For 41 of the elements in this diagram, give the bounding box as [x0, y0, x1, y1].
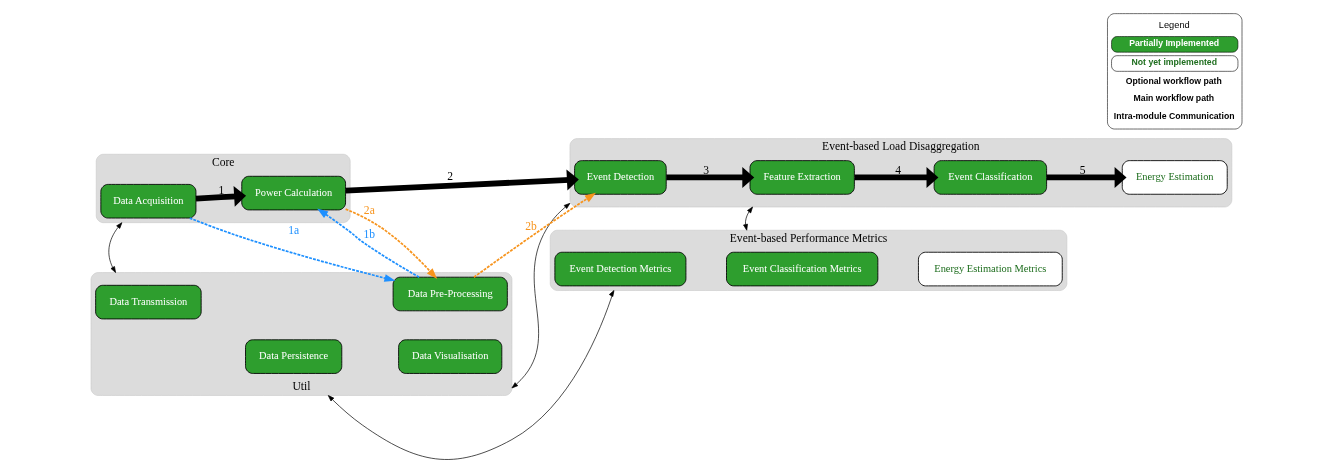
node-box: Data Acquisition — [99, 183, 196, 218]
node-box: Data Persistence — [244, 338, 342, 374]
arrow — [665, 166, 754, 188]
edge-label: 2b — [524, 219, 537, 233]
arrow — [327, 289, 614, 460]
node-box: Event Classification Metrics — [725, 251, 878, 286]
node-box: Event Classification — [933, 159, 1047, 195]
legend-label: Optional workflow path — [1125, 75, 1222, 86]
arrow — [108, 221, 122, 273]
node-box: Energy Estimation — [1121, 159, 1228, 195]
edge-label: 3 — [702, 163, 709, 177]
arrow — [344, 207, 437, 279]
edge-label: 1 — [218, 183, 224, 197]
arrow — [742, 206, 753, 231]
edge-label: 5 — [1079, 163, 1085, 177]
legend-label: Intra-module Communication — [1113, 110, 1235, 121]
arrow — [472, 192, 596, 278]
edge-label: 1b — [363, 227, 375, 241]
arrow — [511, 202, 570, 388]
arrow — [188, 216, 395, 282]
node-box: Data Visualisation — [397, 338, 502, 374]
arrow — [195, 185, 246, 207]
node-box: Energy Estimation Metrics — [917, 251, 1063, 286]
node-box: Power Calculation — [240, 175, 346, 210]
arrow — [316, 207, 420, 278]
edge-label: 2 — [446, 169, 453, 183]
node-box: Event Detection — [573, 159, 667, 195]
node-box: Feature Extraction — [749, 159, 855, 195]
node-box: Data Transmission — [94, 284, 202, 319]
arrow — [854, 166, 938, 188]
node-box: Event Detection Metrics — [553, 251, 686, 286]
node-box: Data Pre-Processing — [392, 276, 508, 311]
legend-label: Not yet implemented — [1131, 56, 1217, 67]
legend-label: Partially Implemented — [1128, 37, 1219, 48]
legend-label: Main workflow path — [1133, 92, 1214, 103]
arrow — [345, 169, 579, 194]
edge-label: 1a — [287, 223, 299, 237]
edge-label: 4 — [894, 163, 901, 177]
label: Legend — [1158, 19, 1190, 30]
arrow — [1046, 166, 1127, 188]
edge-label: 2a — [363, 203, 375, 217]
